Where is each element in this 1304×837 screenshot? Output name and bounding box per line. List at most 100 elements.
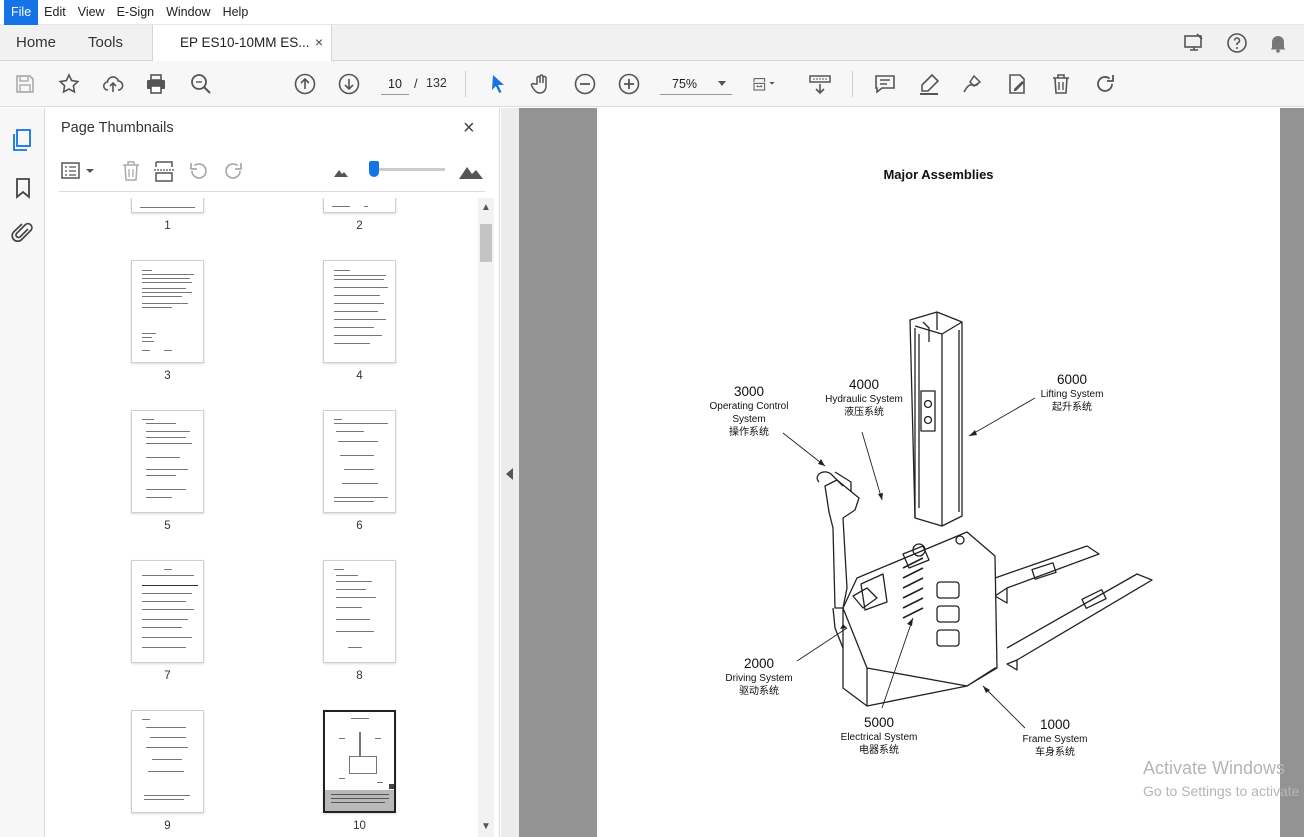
assembly-code: 3000 bbox=[733, 384, 765, 399]
menu-esign[interactable]: E-Sign bbox=[116, 4, 155, 19]
bell-icon[interactable] bbox=[1267, 32, 1289, 54]
assembly-name-cn: 驱动系统 bbox=[739, 686, 779, 697]
menu-view[interactable]: View bbox=[77, 4, 105, 19]
highlight-pen-icon[interactable] bbox=[917, 72, 941, 96]
page-thumbnail[interactable] bbox=[323, 560, 396, 663]
assembly-name-cn: 电器系统 bbox=[859, 745, 899, 756]
zoom-out-icon[interactable] bbox=[573, 72, 597, 96]
assembly-name-cn: 液压系统 bbox=[844, 407, 884, 418]
page-thumbnail[interactable] bbox=[323, 198, 396, 213]
draw-sign-icon[interactable] bbox=[960, 72, 984, 96]
assembly-name: Operating Control System bbox=[709, 401, 789, 425]
page-thumbnail-number: 3 bbox=[164, 370, 171, 382]
scroll-mode-icon[interactable] bbox=[808, 72, 832, 96]
page-thumbnail-selected[interactable] bbox=[323, 710, 396, 813]
zoom-value: 75% bbox=[672, 77, 698, 91]
menu-file[interactable]: File bbox=[4, 0, 39, 25]
bookmark-star-icon[interactable] bbox=[57, 72, 81, 96]
menu-window[interactable]: Window bbox=[166, 4, 211, 19]
thumbnail-size-slider-track[interactable] bbox=[375, 168, 445, 171]
menu-help[interactable]: Help bbox=[222, 4, 249, 19]
toolbar-divider bbox=[465, 71, 466, 97]
document-page: Major Assemblies bbox=[597, 108, 1280, 837]
label-hydraulic-system: 4000 Hydraulic System 液压系统 bbox=[819, 378, 909, 419]
page-thumbnail-number: 1 bbox=[164, 220, 171, 232]
thumbnail-scrollbar[interactable]: ▲ ▼ bbox=[478, 198, 494, 837]
rotate-right-icon[interactable] bbox=[222, 160, 244, 182]
save-icon[interactable] bbox=[13, 72, 37, 96]
page-thumbnail-number: 7 bbox=[164, 670, 171, 682]
mountain-large-icon[interactable] bbox=[458, 161, 484, 181]
assembly-name: Lifting System bbox=[1040, 389, 1104, 400]
tab-document[interactable]: EP ES10-10MM ES... × bbox=[152, 25, 332, 61]
panel-close-button[interactable]: × bbox=[463, 117, 475, 139]
page-thumbnail[interactable] bbox=[131, 198, 204, 213]
scroll-down-icon[interactable]: ▼ bbox=[481, 821, 491, 832]
print-icon[interactable] bbox=[144, 72, 168, 96]
pallet-stacker-illustration bbox=[782, 311, 1153, 729]
label-electrical-system: 5000 Electrical System 电器系统 bbox=[831, 716, 927, 757]
page-fit-icon[interactable] bbox=[752, 72, 788, 96]
thumbnail-list: 1 2 3 bbox=[45, 198, 478, 837]
assembly-code: 2000 bbox=[743, 656, 775, 671]
panel-divider bbox=[59, 191, 485, 192]
page-thumbnails-icon[interactable] bbox=[11, 128, 35, 152]
rotate-left-icon[interactable] bbox=[188, 160, 210, 182]
assembly-name-cn: 操作系统 bbox=[729, 427, 769, 438]
page-thumbnail[interactable] bbox=[323, 260, 396, 363]
toolbar-divider bbox=[852, 71, 853, 97]
page-number-input[interactable]: 10 bbox=[381, 73, 409, 95]
thumbnail-size-slider-handle[interactable] bbox=[369, 161, 379, 177]
edit-document-icon[interactable] bbox=[1005, 72, 1029, 96]
page-thumbnail[interactable] bbox=[131, 260, 204, 363]
main-toolbar: 10 / 132 75% bbox=[0, 61, 1304, 107]
menu-edit[interactable]: Edit bbox=[44, 4, 66, 19]
mountain-small-icon[interactable] bbox=[333, 165, 349, 179]
tab-tools[interactable]: Tools bbox=[88, 34, 124, 51]
page-thumbnail[interactable] bbox=[323, 410, 396, 513]
upload-cloud-icon[interactable] bbox=[101, 72, 125, 96]
page-thumbnail-number: 2 bbox=[356, 220, 363, 232]
delete-page-icon[interactable] bbox=[120, 160, 142, 182]
scroll-up-icon[interactable]: ▲ bbox=[481, 202, 491, 213]
panel-collapse-handle[interactable] bbox=[501, 108, 519, 837]
label-frame-system: 1000 Frame System 车身系统 bbox=[1011, 718, 1099, 759]
document-heading: Major Assemblies bbox=[883, 167, 994, 182]
hand-tool-icon[interactable] bbox=[529, 72, 553, 96]
tab-bar: Home Tools EP ES10-10MM ES... × bbox=[0, 25, 1304, 61]
zoom-in-icon[interactable] bbox=[617, 72, 641, 96]
next-page-icon[interactable] bbox=[337, 72, 361, 96]
page-thumbnail[interactable] bbox=[131, 560, 204, 663]
page-thumbnail[interactable] bbox=[131, 410, 204, 513]
page-thumbnail-number: 6 bbox=[356, 520, 363, 532]
attachments-icon[interactable] bbox=[11, 221, 35, 245]
page-thumbnail[interactable] bbox=[131, 710, 204, 813]
thumbnail-options-icon[interactable] bbox=[60, 160, 96, 182]
tab-close-button[interactable]: × bbox=[314, 34, 323, 50]
page-thumbnail-number: 9 bbox=[164, 820, 171, 832]
page-total: 132 bbox=[426, 76, 447, 90]
assembly-name: Frame System bbox=[1022, 734, 1088, 745]
label-lifting-system: 6000 Lifting System 起升系统 bbox=[1027, 373, 1117, 414]
comment-icon[interactable] bbox=[873, 72, 897, 96]
page-thumbnail-number: 4 bbox=[356, 370, 363, 382]
bookmarks-icon[interactable] bbox=[11, 176, 35, 200]
label-driving-system: 2000 Driving System 驱动系统 bbox=[717, 657, 801, 698]
assembly-code: 6000 bbox=[1056, 372, 1088, 387]
zoom-search-icon[interactable] bbox=[189, 72, 213, 96]
assembly-name: Hydraulic System bbox=[825, 394, 903, 405]
left-navigation-rail bbox=[0, 108, 45, 837]
redo-icon[interactable] bbox=[1093, 72, 1117, 96]
scrollbar-thumb[interactable] bbox=[480, 224, 492, 262]
select-cursor-icon[interactable] bbox=[486, 72, 510, 96]
zoom-select[interactable]: 75% bbox=[660, 73, 732, 95]
tab-home[interactable]: Home bbox=[16, 34, 57, 51]
help-icon[interactable] bbox=[1226, 32, 1248, 54]
extract-page-icon[interactable] bbox=[153, 160, 175, 182]
previous-page-icon[interactable] bbox=[293, 72, 317, 96]
activate-windows-watermark: Activate Windows bbox=[1143, 758, 1286, 778]
page-thumbnail-number: 5 bbox=[164, 520, 171, 532]
collapse-arrow-icon bbox=[506, 468, 513, 480]
share-screen-icon[interactable] bbox=[1183, 32, 1205, 54]
delete-icon[interactable] bbox=[1049, 72, 1073, 96]
